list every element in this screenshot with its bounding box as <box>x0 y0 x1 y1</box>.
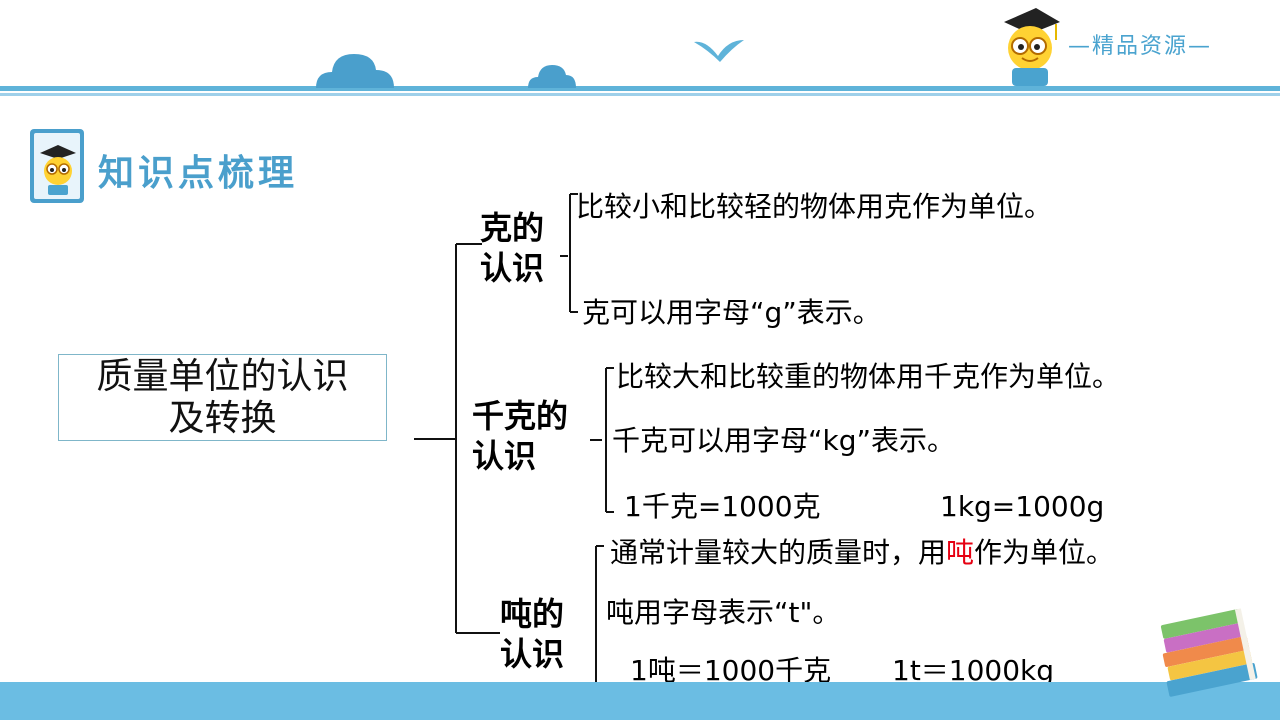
kilogram-conversion-cn: 1千克=1000克 <box>624 490 821 523</box>
kilogram-item-2: 千克可以用字母“kg”表示。 <box>612 424 956 457</box>
book-mascot-icon <box>30 129 84 203</box>
brand-text: —精品资源— <box>1068 34 1213 59</box>
main-topic-line1: 质量单位的认识 <box>96 355 349 397</box>
kilogram-item-1: 比较大和比较重的物体用千克作为单位。 <box>616 360 1121 393</box>
ton-item-1: 通常计量较大的质量时，用吨作为单位。 <box>610 536 1114 570</box>
branch-label-line2: 认识 <box>480 249 545 287</box>
kilogram-conversion-symbol: 1kg=1000g <box>940 490 1105 523</box>
branch-label-line1: 千克的 <box>472 397 569 435</box>
ton-item-1-text-end: 作为单位。 <box>974 536 1115 569</box>
branch-label-line1: 克的 <box>480 209 545 247</box>
cloud-icon <box>316 54 394 88</box>
ton-conversion-cn: 1吨＝1000千克 <box>630 654 832 687</box>
branch-label-line1: 吨的 <box>500 595 565 633</box>
main-topic-line2: 及转换 <box>168 397 277 439</box>
bird-icon <box>694 40 744 62</box>
ton-item-2: 吨用字母表示“t"。 <box>606 596 841 629</box>
branch-label-line2: 认识 <box>472 437 537 475</box>
main-topic-box: 质量单位的认识 及转换 <box>58 354 387 441</box>
header-rule-thin <box>0 93 1280 96</box>
cloud-icon <box>528 65 576 88</box>
header-rule <box>0 86 1280 91</box>
branch-gram-label: 克的 认识 <box>480 208 544 288</box>
branch-kilogram-label: 千克的 认识 <box>472 396 568 476</box>
ton-conversion-symbol: 1t＝1000kg <box>892 654 1055 687</box>
books-icon <box>1160 608 1258 697</box>
ton-item-1-text: 通常计量较大的质量时，用 <box>610 536 947 569</box>
gram-item-1: 比较小和比较轻的物体用克作为单位。 <box>576 190 1053 223</box>
branch-label-line2: 认识 <box>500 635 565 673</box>
mascot-icon <box>1004 8 1060 86</box>
footer-bar <box>0 682 1280 720</box>
gram-item-2: 克可以用字母“g”表示。 <box>582 296 881 329</box>
ton-highlight: 吨 <box>946 536 975 569</box>
branch-ton-label: 吨的 认识 <box>500 594 564 674</box>
section-title: 知识点梳理 <box>98 153 299 194</box>
